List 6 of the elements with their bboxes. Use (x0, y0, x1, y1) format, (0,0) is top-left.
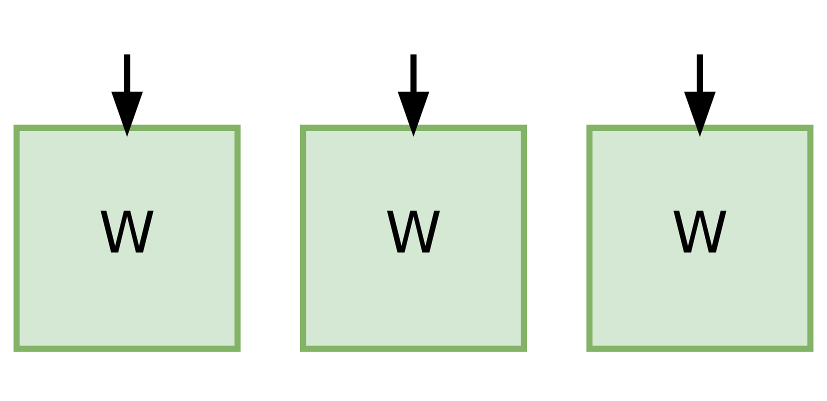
node-box: W (586, 124, 814, 352)
node-box: W (14, 124, 241, 352)
arrow (398, 54, 430, 137)
arrow (111, 54, 143, 137)
node-box: W (300, 124, 528, 352)
arrow (684, 54, 716, 137)
